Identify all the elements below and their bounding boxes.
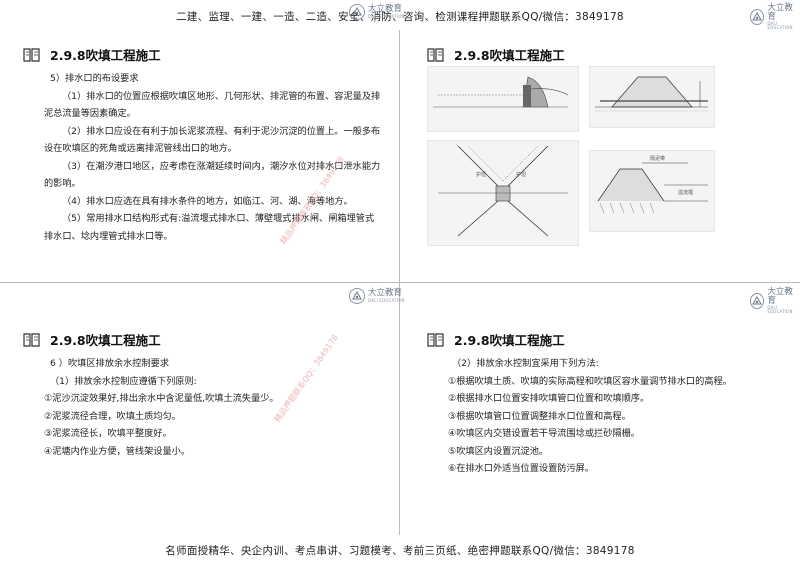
list-item: （1）排放余水控制应遵循下列原则: bbox=[50, 375, 197, 387]
brand-name: 大立教育 bbox=[368, 288, 403, 299]
slide-header-top-right: 2.9.8吹填工程施工 bbox=[426, 45, 565, 64]
slide-header-bottom-right: 2.9.8吹填工程施工 bbox=[426, 330, 565, 349]
brand-name-en: DALI EDUCATION bbox=[767, 21, 793, 30]
figure-label: 溢流堰 bbox=[678, 190, 694, 196]
figure-label: 隔泥带 bbox=[650, 156, 666, 162]
figure-label: 护坦 bbox=[516, 172, 527, 178]
brand-name: 大立教育 bbox=[767, 287, 793, 306]
paragraph: （2）排水口应设在有利于加长泥浆流程、有利于泥沙沉淀的位置上。一般多布设在吹填区… bbox=[44, 125, 381, 155]
paragraph: （1）排水口的位置应根据吹填区地形、几何形状、排泥管的布置、容泥量及排泥总流量等… bbox=[44, 90, 381, 120]
list-item: ⑥在排水口外适当位置设置防污屏。 bbox=[448, 463, 595, 474]
list-item: ④泥塘内作业方便，管线架设量小。 bbox=[44, 445, 191, 457]
book-icon bbox=[23, 332, 40, 347]
slide-body-top-left: 5）排水口的布设要求 （1）排水口的位置应根据吹填区地形、几何形状、排泥管的布置… bbox=[44, 70, 382, 245]
figure-silt-barrier: 隔泥带 溢流堰 bbox=[589, 150, 715, 232]
diagram-embankment bbox=[595, 76, 708, 112]
quadrant-divider-horizontal bbox=[0, 282, 800, 283]
section-heading: 5）排水口的布设要求 bbox=[50, 73, 139, 84]
list-item: ④吹填区内交错设置若干导流围埝或拦砂隔栅。 bbox=[448, 428, 640, 439]
slide-body-bottom-right: （2）排放余水控制宜采用下列方法: ①根据吹填土质、吹填的实际高程和吹填区容水量… bbox=[448, 355, 758, 478]
slide-title: 2.9.8吹填工程施工 bbox=[454, 333, 565, 348]
figure-gate-plan: 护坦 护坦 bbox=[427, 140, 579, 246]
brand-name-en: DALI EDUCATION bbox=[368, 297, 405, 303]
list-item: ③泥浆流径长，吹填平整度好。 bbox=[44, 428, 172, 439]
brand-emblem-icon bbox=[349, 288, 365, 304]
list-item: ⑤吹填区内设置沉淀池。 bbox=[448, 445, 549, 457]
slide-header-top-left: 2.9.8吹填工程施工 bbox=[22, 45, 161, 64]
brand-name-en: DALI EDUCATION bbox=[767, 305, 793, 314]
brand-name: 大立教育 bbox=[767, 3, 793, 22]
list-item: ②泥浆流径合理，吹填土质均匀。 bbox=[44, 410, 181, 422]
diagram-silt-barrier bbox=[597, 162, 708, 214]
paragraph: （4）排水口应选在具有排水条件的地方，如临江、河、湖、海等地方。 bbox=[62, 195, 353, 207]
slide-header-bottom-left: 2.9.8吹填工程施工 bbox=[22, 330, 161, 349]
figure-label: 护坦 bbox=[476, 172, 487, 178]
list-item: ①根据吹填土质、吹填的实际高程和吹填区容水量调节排水口的高程。 bbox=[448, 375, 732, 387]
slide-title: 2.9.8吹填工程施工 bbox=[50, 333, 161, 348]
top-banner: 二建、监理、一建、一造、二造、安全、消防、咨询、检测课程押题联系QQ/微信：38… bbox=[176, 11, 624, 23]
brand-emblem-icon bbox=[750, 293, 765, 309]
paragraph: （5）常用排水口结构形式有:溢流堰式排水口、薄壁堰式排水闸、闸箱埋管式排水口、埝… bbox=[44, 213, 375, 242]
list-item: ②根据排水口位置安排吹填管口位置和吹填顺序。 bbox=[448, 393, 650, 404]
brand-name: 大立教育 bbox=[368, 4, 403, 15]
book-icon bbox=[427, 47, 444, 62]
list-item: ③根据吹填管口位置调整排水口位置和高程。 bbox=[448, 410, 631, 422]
diagram-weir bbox=[433, 76, 569, 108]
figure-overflow-weir bbox=[427, 66, 579, 132]
brand-emblem-icon bbox=[750, 9, 765, 25]
section-heading: （2）排放余水控制宜采用下列方法: bbox=[452, 358, 599, 369]
brand-name-en: DALI EDUCATION bbox=[368, 13, 405, 19]
slide-title: 2.9.8吹填工程施工 bbox=[50, 48, 161, 63]
section-heading: 6 ）吹填区排放余水控制要求 bbox=[50, 358, 170, 369]
bottom-banner: 名师面授精华、央企内训、考点串讲、习题模考、考前三页纸、绝密押题联系QQ/微信：… bbox=[165, 545, 635, 557]
list-item: ①泥沙沉淀效果好,排出余水中含泥量低,吹填土流失量少。 bbox=[44, 393, 279, 404]
paragraph: （3）在潮汐港口地区，应考虑在涨潮延续时间内，潮汐水位对排水口泄水能力的影响。 bbox=[44, 160, 381, 190]
book-icon bbox=[427, 332, 444, 347]
figure-embankment-pipe bbox=[589, 66, 715, 128]
slide-body-bottom-left: 6 ）吹填区排放余水控制要求 （1）排放余水控制应遵循下列原则: ①泥沙沉淀效果… bbox=[44, 355, 374, 460]
book-icon bbox=[23, 47, 40, 62]
brand-emblem-icon bbox=[349, 4, 365, 20]
diagram-gate-plan bbox=[438, 145, 568, 237]
slide-title: 2.9.8吹填工程施工 bbox=[454, 48, 565, 63]
